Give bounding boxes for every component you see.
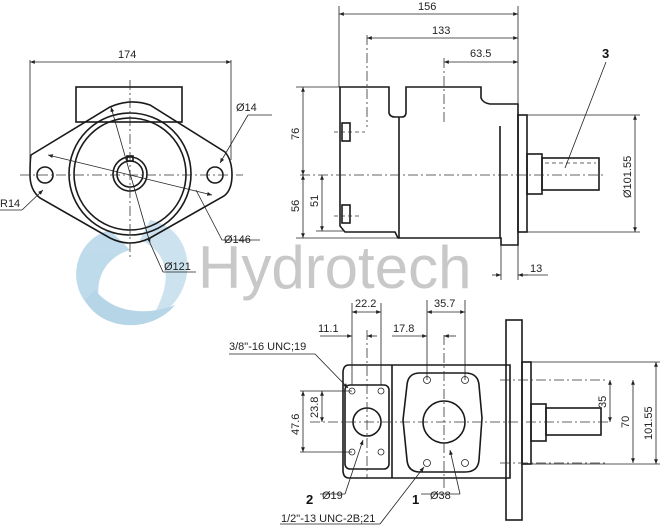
dim-side-pilot-diameter: Ø101.55 [622,156,634,198]
dim-height-lower: 56 [290,200,302,212]
dim-height-51: 51 [309,195,321,207]
callout-3: 3 [602,46,609,61]
dim-11-1: 11.1 [318,323,339,335]
thread-large: 1/2"-13 UNC-2B;21 [281,513,375,525]
top-view [229,300,660,525]
callout-1: 1 [412,492,419,507]
watermark-text: Hydrotech [198,234,471,301]
dim-width: 174 [118,49,136,61]
dim-length-to-port: 133 [432,25,450,37]
side-view [296,6,640,280]
dim-bolt-circle: Ø146 [224,234,251,246]
dim-47-6: 47.6 [290,414,302,435]
dim-23-8: 23.8 [309,397,321,418]
dim-pilot-diameter: Ø121 [164,261,191,273]
dim-port-large: Ø38 [430,490,451,502]
dim-corner-radius: R14 [0,198,20,210]
dim-port-small: Ø19 [322,490,343,502]
dim-height-upper: 76 [290,128,302,140]
dim-101-55: 101.55 [643,406,655,440]
dim-22-2: 22.2 [355,298,376,310]
dim-flange-thickness: 13 [530,263,542,275]
dim-70: 70 [620,416,632,428]
dim-35: 35 [597,396,609,408]
thread-small: 3/8"-16 UNC;19 [229,341,306,353]
dim-overall-length: 156 [418,1,436,13]
front-view [0,60,272,273]
callout-2: 2 [306,492,313,507]
dim-17-8: 17.8 [393,323,414,335]
dim-length-to-outlet: 63.5 [470,48,491,60]
dim-mount-hole: Ø14 [236,102,257,114]
dim-35-7: 35.7 [434,298,455,310]
hydrotech-logo-icon [76,220,188,326]
